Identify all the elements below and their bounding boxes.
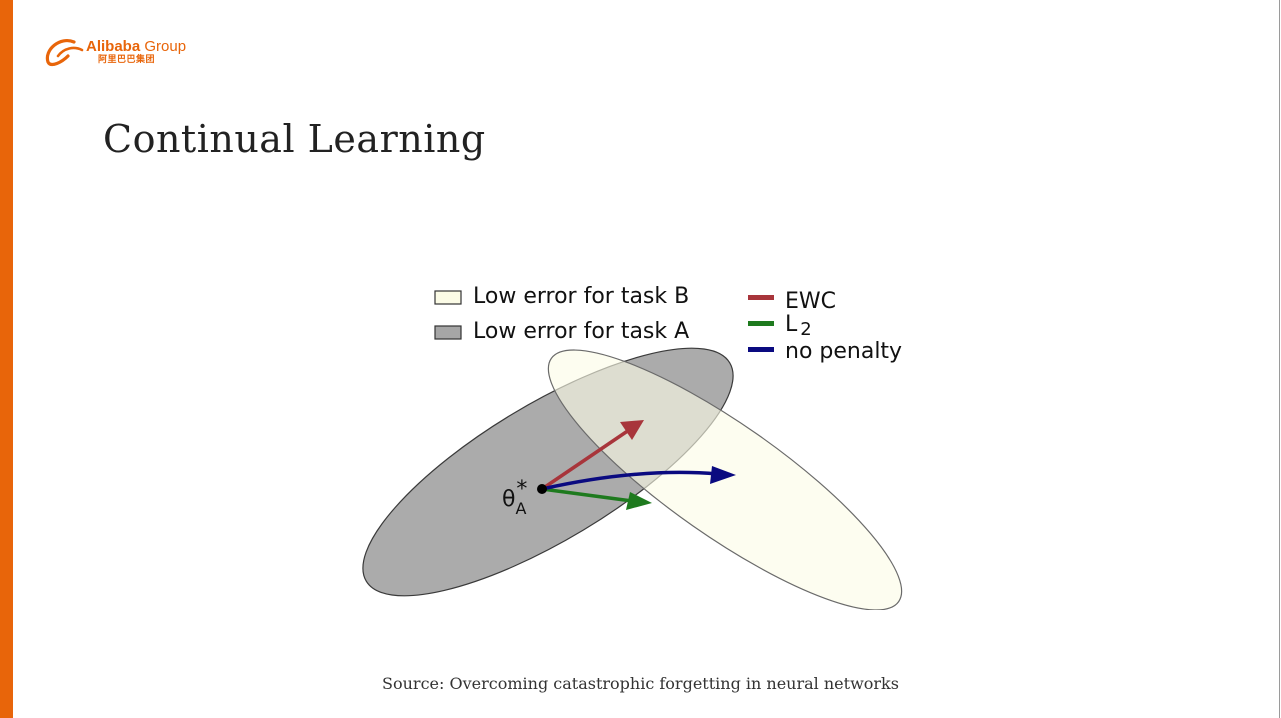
logo-wordmark: Alibaba Group — [86, 38, 186, 56]
l2-letter: L — [785, 312, 798, 337]
legend-line-l2 — [748, 321, 774, 326]
ewc-diagram: θA* Low error for task B Low error for t… — [362, 284, 903, 610]
logo-suffix: Group — [144, 38, 187, 55]
l2-subscript: 2 — [800, 319, 811, 340]
logo-chinese: 阿里巴巴集团 — [98, 55, 156, 65]
legend-line-no-penalty — [748, 347, 774, 352]
legend-line-ewc — [748, 295, 774, 300]
alibaba-logo-icon — [45, 39, 84, 67]
theta-a-point — [537, 484, 547, 494]
theta-subscript: A — [515, 499, 526, 518]
l2-arrow — [541, 487, 652, 510]
source-citation: Source: Overcoming catastrophic forgetti… — [382, 674, 899, 693]
legend-label-no-penalty: no penalty — [785, 339, 902, 364]
theta-symbol: θ — [502, 487, 515, 512]
no-penalty-arrow — [541, 466, 736, 491]
legend-label-task-b: Low error for task B — [473, 284, 689, 309]
legend-label-task-a: Low error for task A — [473, 319, 689, 344]
slide-title: Continual Learning — [103, 117, 486, 161]
ewc-arrow — [541, 420, 644, 491]
legend-label-ewc: EWC — [785, 289, 836, 314]
accent-bar — [0, 0, 13, 718]
theta-a-label: θA* — [502, 477, 527, 518]
theta-superscript: * — [516, 477, 527, 502]
task-b-region — [547, 349, 903, 610]
region-legend: Low error for task B Low error for task … — [434, 284, 689, 344]
alibaba-logo: Alibaba Group 阿里巴巴集团 — [44, 38, 214, 72]
legend-swatch-task-a — [434, 325, 462, 340]
logo-brand: Alibaba — [86, 38, 141, 55]
slide-border — [1279, 0, 1280, 718]
legend-swatch-task-b — [434, 290, 462, 305]
